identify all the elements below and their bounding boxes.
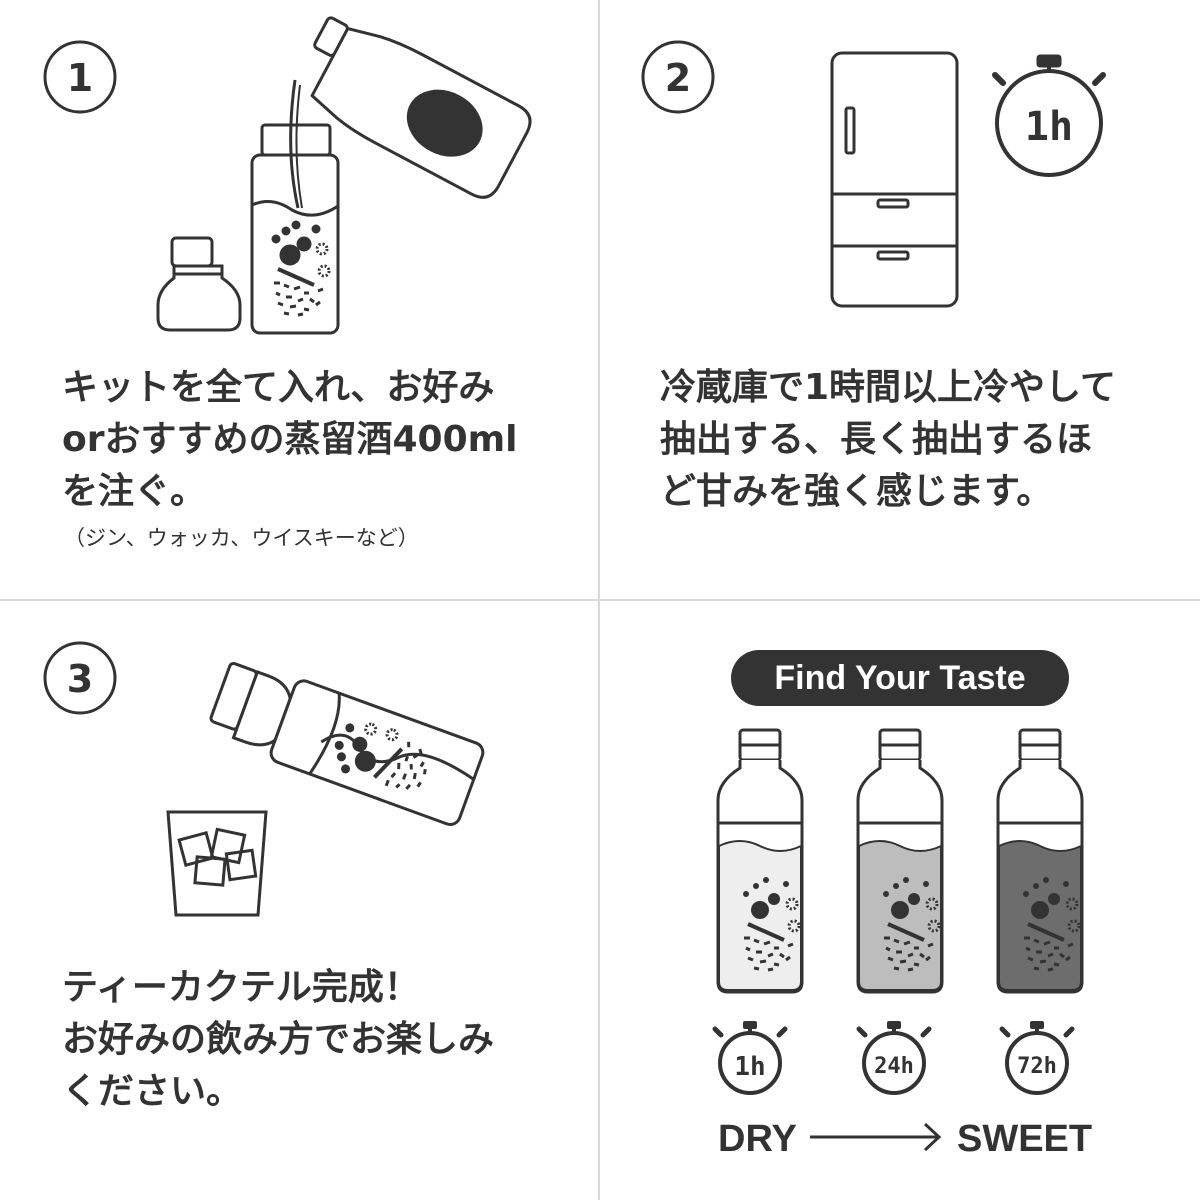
taste-timer-24h-label: 24h — [874, 1054, 914, 1079]
step-2-line-3: ど甘みを強く感じます。 — [660, 471, 1053, 512]
pouring-kit-bottle-icon — [209, 661, 485, 826]
step-3-number-badge: 3 — [43, 641, 117, 715]
step-3-number: 3 — [67, 657, 93, 701]
step-2-line-1: 冷蔵庫で1時間以上冷やして — [660, 367, 1116, 408]
step-2-illustration — [830, 51, 1106, 308]
horizontal-divider — [0, 599, 1200, 601]
find-your-taste-title: Find Your Taste — [731, 650, 1069, 706]
taste-bottle-1h — [716, 728, 804, 994]
scale-end-label: SWEET — [957, 1118, 1093, 1160]
taste-bottles — [716, 728, 1084, 994]
spirit-bottle-icon — [310, 16, 532, 199]
scale-start-label: DRY — [718, 1118, 797, 1160]
step-1-line-1: キットを全て入れ、お好み — [62, 367, 495, 408]
step-1-number: 1 — [67, 56, 93, 100]
step-2-line-2: 抽出する、長く抽出するほ — [660, 419, 1093, 460]
step-1-description: キットを全て入れ、お好み orおすすめの蒸留酒400ml を注ぐ。 — [62, 362, 518, 518]
taste-timer-1h-label: 1h — [734, 1052, 765, 1082]
taste-bottle-72h — [996, 728, 1084, 994]
taste-timer-72h-label: 72h — [1017, 1054, 1057, 1079]
glass-with-ice-icon — [166, 810, 268, 917]
dry-to-sweet-arrow-icon — [810, 1122, 942, 1152]
small-bottle-icon — [156, 236, 242, 332]
step-2-number: 2 — [665, 56, 691, 100]
step-1-line-3: を注ぐ。 — [62, 471, 207, 512]
step-2-timer-label: 1h — [1025, 104, 1073, 150]
step-1-note: （ジン、ウォッカ、ウイスキーなど） — [64, 526, 419, 550]
step-3-line-2: お好みの飲み方でお楽しみ — [62, 1019, 495, 1060]
step-3-illustration — [166, 661, 485, 917]
step-1-number-badge: 1 — [43, 40, 117, 114]
step-3-description: ティーカクテル完成！ お好みの飲み方でお楽しみ ください。 — [62, 962, 494, 1118]
refrigerator-icon — [830, 51, 959, 308]
step-3-line-1: ティーカクテル完成！ — [62, 967, 420, 1008]
taste-bottle-24h — [856, 728, 944, 994]
kit-bottle-icon — [250, 79, 340, 335]
step-2-number-badge: 2 — [641, 40, 715, 114]
step-1-illustration — [156, 16, 532, 335]
step-1-line-2: orおすすめの蒸留酒400ml — [62, 419, 518, 460]
step-2-description: 冷蔵庫で1時間以上冷やして 抽出する、長く抽出するほ ど甘みを強く感じます。 — [660, 362, 1116, 518]
step-3-line-3: ください。 — [62, 1071, 243, 1112]
stopwatch-icon — [992, 54, 1106, 177]
